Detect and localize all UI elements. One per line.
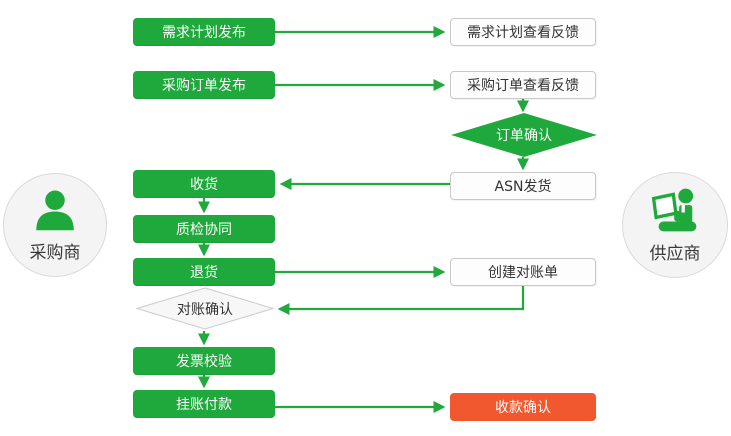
box-purchase-order-feedback: 采购订单查看反馈	[450, 71, 596, 99]
diamond-label: 订单确认	[496, 128, 552, 144]
connector-reconciliation-to-confirm	[277, 286, 525, 316]
diamond-order-confirm: 订单确认	[451, 113, 597, 157]
box-demand-plan-publish: 需求计划发布	[133, 18, 275, 46]
box-purchase-order-publish: 采购订单发布	[133, 71, 275, 99]
box-label: 创建对账单	[488, 265, 558, 281]
box-label: ASN发货	[494, 179, 552, 195]
box-label: 采购订单发布	[162, 78, 246, 94]
box-create-reconciliation: 创建对账单	[450, 258, 596, 286]
supplier-laptop-person-icon	[648, 187, 702, 237]
box-label: 需求计划发布	[162, 25, 246, 41]
box-label: 采购订单查看反馈	[467, 78, 579, 94]
box-receive-goods: 收货	[133, 170, 275, 198]
diamond-reconciliation-confirm: 对账确认	[136, 287, 274, 330]
box-label: 退货	[190, 265, 218, 281]
box-return-goods: 退货	[133, 258, 275, 286]
box-label: 挂账付款	[176, 397, 232, 413]
box-demand-plan-feedback: 需求计划查看反馈	[450, 18, 596, 46]
diamond-label: 对账确认	[177, 301, 233, 318]
box-label: 收款确认	[495, 400, 551, 416]
box-payment-on-account: 挂账付款	[133, 390, 275, 418]
box-quality-inspection: 质检协同	[133, 215, 275, 243]
box-label: 发票校验	[176, 354, 232, 370]
box-label: 质检协同	[176, 222, 232, 238]
supplier-label: 供应商	[649, 243, 701, 264]
box-asn-shipping: ASN发货	[450, 172, 596, 200]
supplier-actor: 供应商	[622, 172, 728, 278]
buyer-label: 采购商	[29, 242, 81, 263]
box-payment-receipt-confirm: 收款确认	[450, 393, 596, 421]
buyer-person-icon	[31, 188, 79, 236]
box-label: 需求计划查看反馈	[467, 25, 579, 41]
buyer-actor: 采购商	[3, 173, 107, 277]
box-invoice-verification: 发票校验	[133, 347, 275, 375]
box-label: 收货	[190, 177, 218, 193]
